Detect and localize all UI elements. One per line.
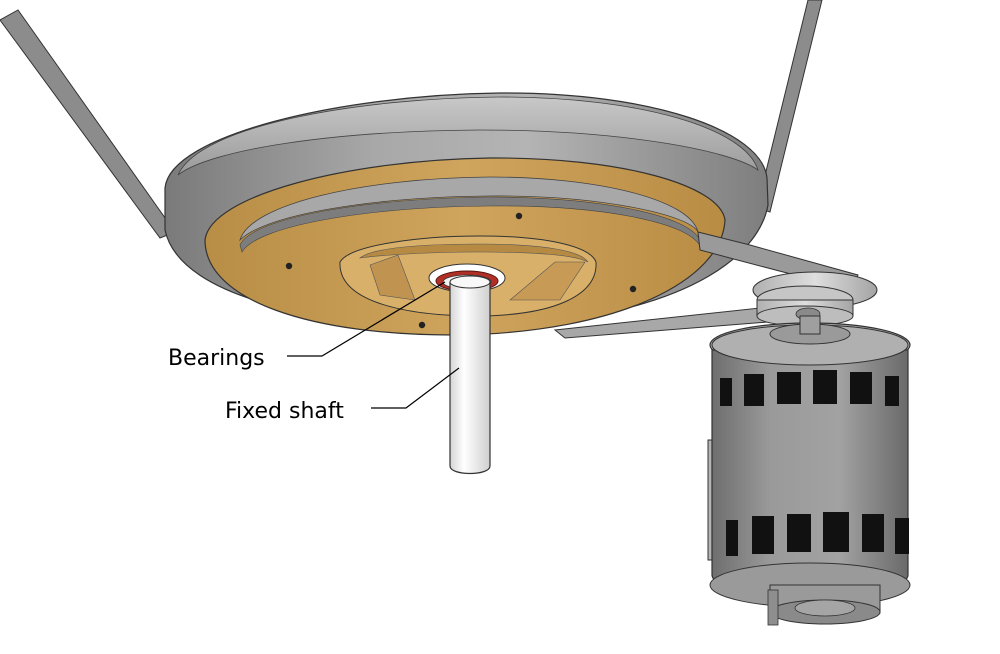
motor-vents-top — [720, 370, 899, 406]
fixed-shaft-label: Fixed shaft — [225, 399, 344, 424]
wooden-disk — [204, 157, 726, 336]
suspension-strap-right — [756, 0, 823, 213]
fixed-shaft-leader-line — [371, 367, 460, 409]
motor-vents-bottom — [726, 512, 909, 556]
suspension-strap-left — [0, 9, 176, 239]
bearings-label: Bearings — [168, 346, 265, 371]
electric-motor — [707, 315, 911, 626]
bearings-leader-line — [287, 281, 446, 357]
fixed-shaft — [449, 275, 491, 475]
